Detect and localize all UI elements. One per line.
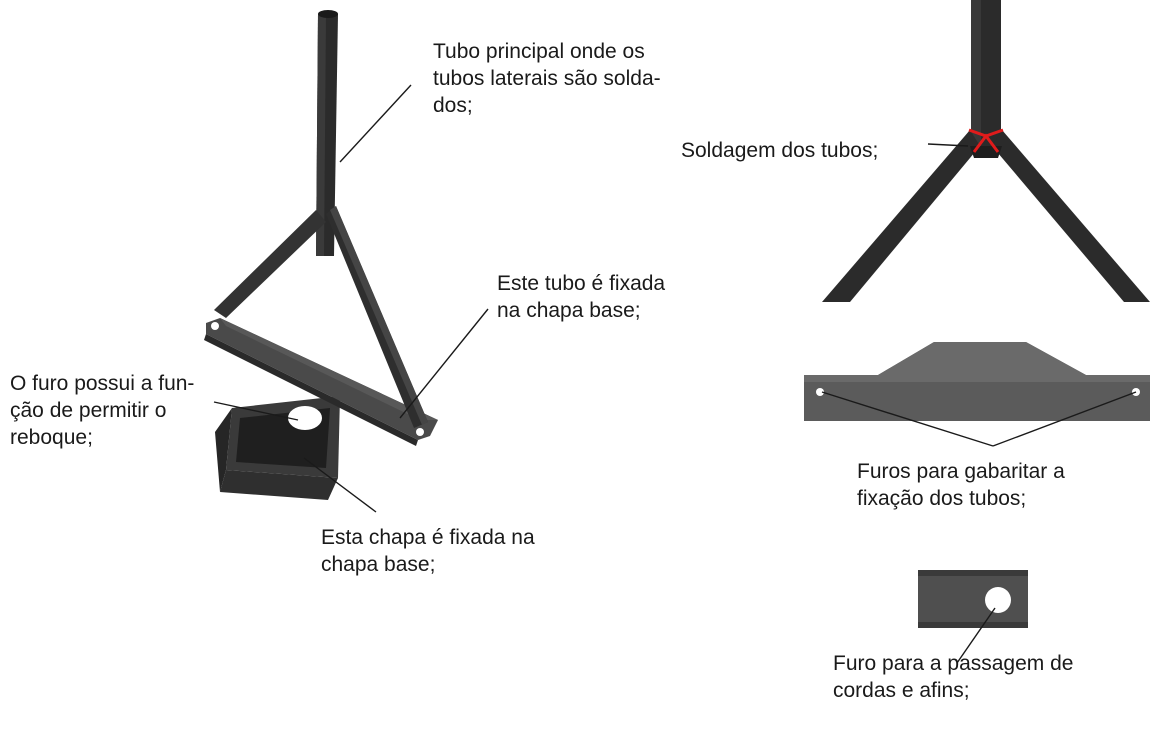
tow-hole <box>288 406 322 430</box>
label-tow-hole: O furo possui a fun- ção de permitir o r… <box>10 370 194 451</box>
assembly-3d-view <box>204 10 438 500</box>
label-rope-hole-line: Furo para a passagem de <box>833 652 1074 675</box>
side-tubes <box>214 206 428 428</box>
label-jig-holes: Furos para gabaritar a fixação dos tubos… <box>857 458 1065 512</box>
main-tube <box>316 10 338 256</box>
label-rope-hole: Furo para a passagem de cordas e afins; <box>833 650 1073 704</box>
weld-highlight <box>968 128 1004 153</box>
weld-joint-view <box>822 0 1150 302</box>
label-main-tube-line: Tubo principal onde os <box>433 40 645 63</box>
label-main-tube: Tubo principal onde os tubos laterais sã… <box>433 38 661 119</box>
label-tow-hole-line: reboque; <box>10 426 93 449</box>
label-tow-hole-line: ção de permitir o <box>10 399 167 422</box>
label-side-tube: Este tubo é fixada na chapa base; <box>497 270 665 324</box>
leader-lines <box>213 84 1137 664</box>
label-channel-plate: Esta chapa é fixada na chapa base; <box>321 524 535 578</box>
label-rope-hole-line: cordas e afins; <box>833 679 970 702</box>
label-side-tube-line: na chapa base; <box>497 299 641 322</box>
label-jig-holes-line: Furos para gabaritar a <box>857 460 1065 483</box>
label-main-tube-line: dos; <box>433 94 473 117</box>
small-bracket-view <box>918 570 1028 628</box>
label-weld-line: Soldagem dos tubos; <box>681 139 879 162</box>
label-side-tube-line: Este tubo é fixada <box>497 272 666 295</box>
label-jig-holes-line: fixação dos tubos; <box>857 487 1027 510</box>
label-tow-hole-line: O furo possui a fun- <box>10 372 195 395</box>
base-plate-flat-view <box>804 342 1150 421</box>
label-channel-plate-line: chapa base; <box>321 553 436 576</box>
label-weld: Soldagem dos tubos; <box>681 137 878 164</box>
channel-bracket <box>215 396 340 500</box>
label-main-tube-line: tubos laterais são solda- <box>433 67 661 90</box>
base-plate <box>204 318 438 446</box>
label-channel-plate-line: Esta chapa é fixada na <box>321 526 535 549</box>
